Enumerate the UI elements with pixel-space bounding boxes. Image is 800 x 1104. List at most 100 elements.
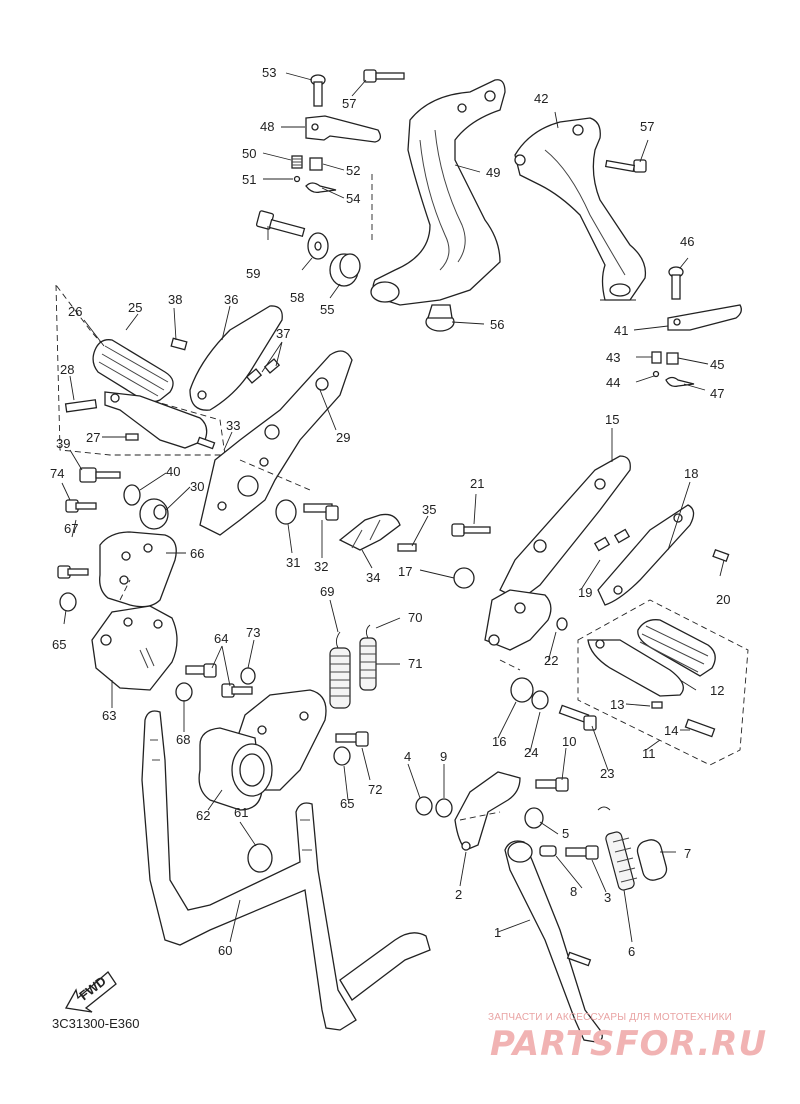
spring-50 [291, 155, 303, 169]
callout-56: 56 [490, 317, 504, 332]
callout-23: 23 [600, 766, 614, 781]
fwd-arrow-icon: FWD [64, 971, 117, 1013]
nut-65-right [333, 746, 351, 766]
heel-guard-18 [597, 504, 695, 606]
washer-24 [531, 690, 549, 710]
bolt-74 [65, 499, 97, 513]
callout-24: 24 [524, 745, 538, 760]
callout-62: 62 [196, 808, 210, 823]
washer-22 [556, 617, 568, 631]
callout-12: 12 [710, 683, 724, 698]
callout-47: 47 [710, 386, 724, 401]
callout-36: 36 [224, 292, 238, 307]
callout-34: 34 [366, 570, 380, 585]
callout-2: 2 [455, 887, 462, 902]
callout-26: 26 [68, 304, 82, 319]
clip-54 [305, 182, 337, 194]
bolt-57-right [604, 159, 647, 173]
callout-59: 59 [246, 266, 260, 281]
damper-30 [139, 498, 169, 530]
callout-8: 8 [570, 884, 577, 899]
callout-9: 9 [440, 749, 447, 764]
callout-65-right: 65 [340, 796, 354, 811]
screw-35 [397, 543, 417, 552]
callout-22: 22 [544, 653, 558, 668]
callout-54: 54 [346, 191, 360, 206]
holder-48 [305, 115, 382, 143]
callout-21: 21 [470, 476, 484, 491]
bracket-2 [454, 771, 521, 851]
plate-66 [99, 531, 177, 608]
callout-16: 16 [492, 734, 506, 749]
bolt-38 [170, 337, 188, 351]
pivot-62 [198, 727, 273, 811]
callout-73: 73 [246, 625, 260, 640]
callout-74: 74 [50, 466, 64, 481]
callout-20: 20 [716, 592, 730, 607]
footrest-rubber-26 [92, 339, 174, 403]
collar-56 [425, 304, 455, 332]
rear-footrest-bracket-left [370, 79, 506, 306]
callout-58: 58 [290, 290, 304, 305]
bolt-32 [303, 503, 339, 521]
callout-72: 72 [368, 782, 382, 797]
rear-footrest-bracket-right [514, 117, 647, 301]
callout-19: 19 [578, 585, 592, 600]
bolt-3 [565, 845, 599, 860]
callout-64: 64 [214, 631, 228, 646]
pin-28 [64, 399, 98, 413]
washer-68 [175, 682, 193, 702]
callout-43: 43 [606, 350, 620, 365]
ball-51 [293, 175, 301, 183]
leader-lines [61, 72, 725, 943]
side-stand-1 [504, 840, 603, 1043]
bushing-55 [329, 253, 361, 287]
collar-31 [275, 499, 297, 525]
callout-7: 7 [684, 846, 691, 861]
callout-65-left: 65 [52, 637, 66, 652]
callout-61: 61 [234, 805, 248, 820]
plate-45 [666, 352, 679, 365]
callout-35: 35 [422, 502, 436, 517]
heel-guard-36 [189, 305, 283, 411]
spring-6 [597, 806, 638, 891]
callout-52: 52 [346, 163, 360, 178]
callout-70: 70 [408, 610, 422, 625]
callout-25: 25 [128, 300, 142, 315]
callout-57-left: 57 [342, 96, 356, 111]
nut-65-left [59, 592, 77, 612]
callout-14: 14 [664, 723, 678, 738]
callout-39: 39 [56, 436, 70, 451]
nut-73 [240, 667, 256, 685]
washer-5 [524, 807, 544, 829]
sleeve-7 [636, 839, 668, 881]
callout-40: 40 [166, 464, 180, 479]
washer-58 [307, 232, 329, 260]
callout-41: 41 [614, 323, 628, 338]
ball-44 [652, 370, 660, 378]
callout-1: 1 [494, 925, 501, 940]
callout-53: 53 [262, 65, 276, 80]
bolt-67 [57, 565, 89, 579]
spring-70-71 [359, 624, 377, 691]
bolt-64b [221, 683, 253, 698]
damper-16 [510, 677, 534, 703]
bolt-21 [451, 523, 491, 537]
footrest-assembly-box-left [55, 283, 226, 456]
callout-48: 48 [260, 119, 274, 134]
callout-33: 33 [226, 418, 240, 433]
alignment-lines [119, 170, 640, 821]
callout-28: 28 [60, 362, 74, 377]
bolt-64 [185, 663, 217, 678]
clip-47 [665, 376, 695, 388]
callout-3: 3 [604, 890, 611, 905]
callout-44: 44 [606, 375, 620, 390]
switch-34 [338, 513, 401, 551]
bolt-10 [535, 777, 569, 792]
bolt-57-left [363, 69, 405, 83]
spring-43 [651, 351, 662, 364]
callout-27: 27 [86, 430, 100, 445]
collar-8 [539, 845, 557, 857]
bracket-63 [91, 605, 178, 691]
